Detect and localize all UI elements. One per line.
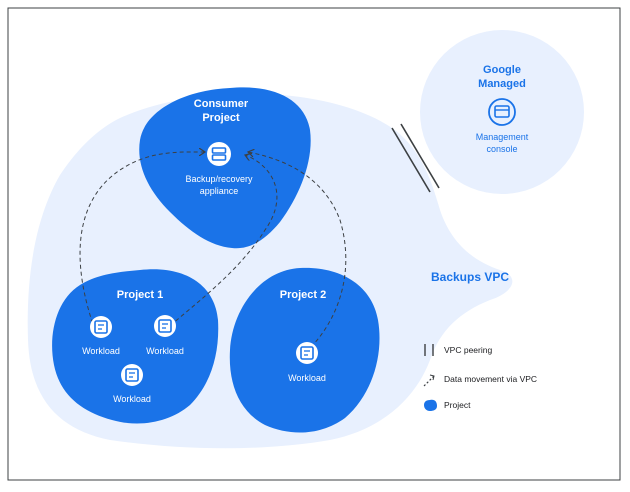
management-console-icon — [488, 98, 516, 126]
management-console-label-line2: console — [486, 144, 517, 154]
legend-data-movement-label: Data movement via VPC — [444, 374, 537, 384]
google-managed-title-line2: Managed — [478, 78, 526, 90]
google-managed-title-line1: Google — [483, 64, 521, 76]
consumer-project-title-line1: Consumer — [194, 98, 249, 110]
google-managed-region — [420, 30, 584, 194]
legend-project-icon — [424, 399, 437, 411]
project2-title: Project 2 — [280, 289, 326, 301]
data-movement-arrows — [79, 152, 347, 353]
management-console-label-line1: Management — [476, 132, 529, 142]
project1-title: Project 1 — [117, 289, 163, 301]
workload-label: Workload — [82, 346, 120, 356]
legend-project-label: Project — [444, 400, 471, 410]
consumer-project-blob — [139, 87, 311, 249]
workload-icon — [121, 364, 143, 386]
workload-icon — [90, 316, 112, 338]
backup-appliance-icon — [207, 142, 231, 166]
backups-vpc-label: Backups VPC — [431, 270, 509, 284]
legend: VPC peering Data movement via VPC Projec… — [423, 344, 537, 411]
appliance-label-line1: Backup/recovery — [185, 174, 253, 184]
project1-blob — [52, 269, 219, 424]
appliance-label-line2: appliance — [200, 186, 239, 196]
legend-vpc-peering-icon — [424, 344, 434, 356]
workload-icon — [154, 315, 176, 337]
legend-data-movement-icon — [423, 374, 435, 387]
legend-vpc-peering-label: VPC peering — [444, 345, 492, 355]
vpc-peering-link — [391, 123, 440, 193]
consumer-project-title-line2: Project — [202, 112, 240, 124]
workload-label: Workload — [288, 373, 326, 383]
workload-icon — [296, 342, 318, 364]
workload-label: Workload — [113, 394, 151, 404]
workload-label: Workload — [146, 346, 184, 356]
